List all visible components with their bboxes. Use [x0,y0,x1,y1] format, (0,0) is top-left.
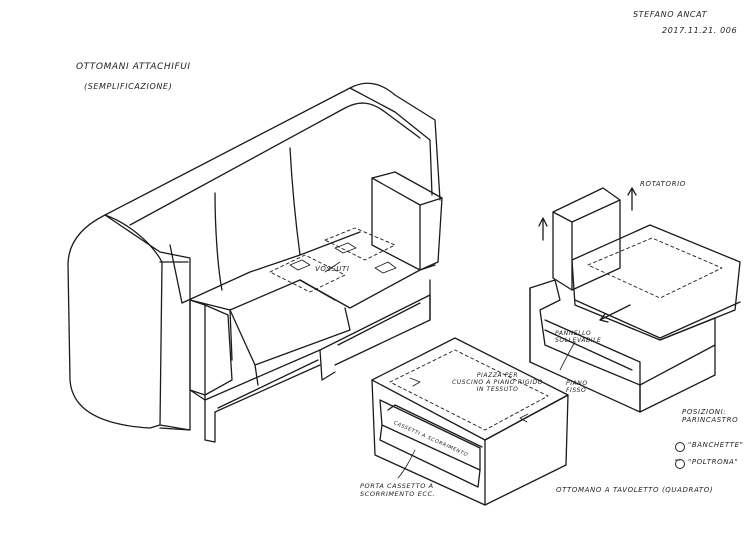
ottoman-caption: OTTOMANO A TAVOLETTO (QUADRATO) [556,486,714,494]
ottoman-drawing [529,187,741,413]
ottoman-up-label: ROTATORIO [640,180,686,188]
title-line-1: OTTOMANI ATTACHIFUI [76,62,191,72]
table-top-label: PIAZZA PER CUSCINO A PIANO RIGIDO IN TES… [452,372,543,393]
table-drawer-label: PORTA CASSETTO A SCORRIMENTO ECC. [360,482,436,498]
sofa-drawing [67,82,443,443]
title-line-2: (SEMPLIFICAZIONE) [84,82,173,91]
position-2-label: "POLTRONA" [688,458,739,466]
position-1-label: "BANCHETTE" [688,441,744,449]
coffee-table-drawing [371,337,569,506]
date-label: 2017.11.21. 006 [662,26,738,35]
positions-title: POSIZIONI: PARINCASTRO [682,408,739,424]
author-label: STEFANO ANCAT [633,10,708,19]
ottoman-fixed-label: PIANO FISSO [566,380,588,394]
sofa-cushion-label: VOSSUTI [315,265,350,273]
ottoman-inner-label: PANNELLO SOLLEVABILE [555,330,602,344]
